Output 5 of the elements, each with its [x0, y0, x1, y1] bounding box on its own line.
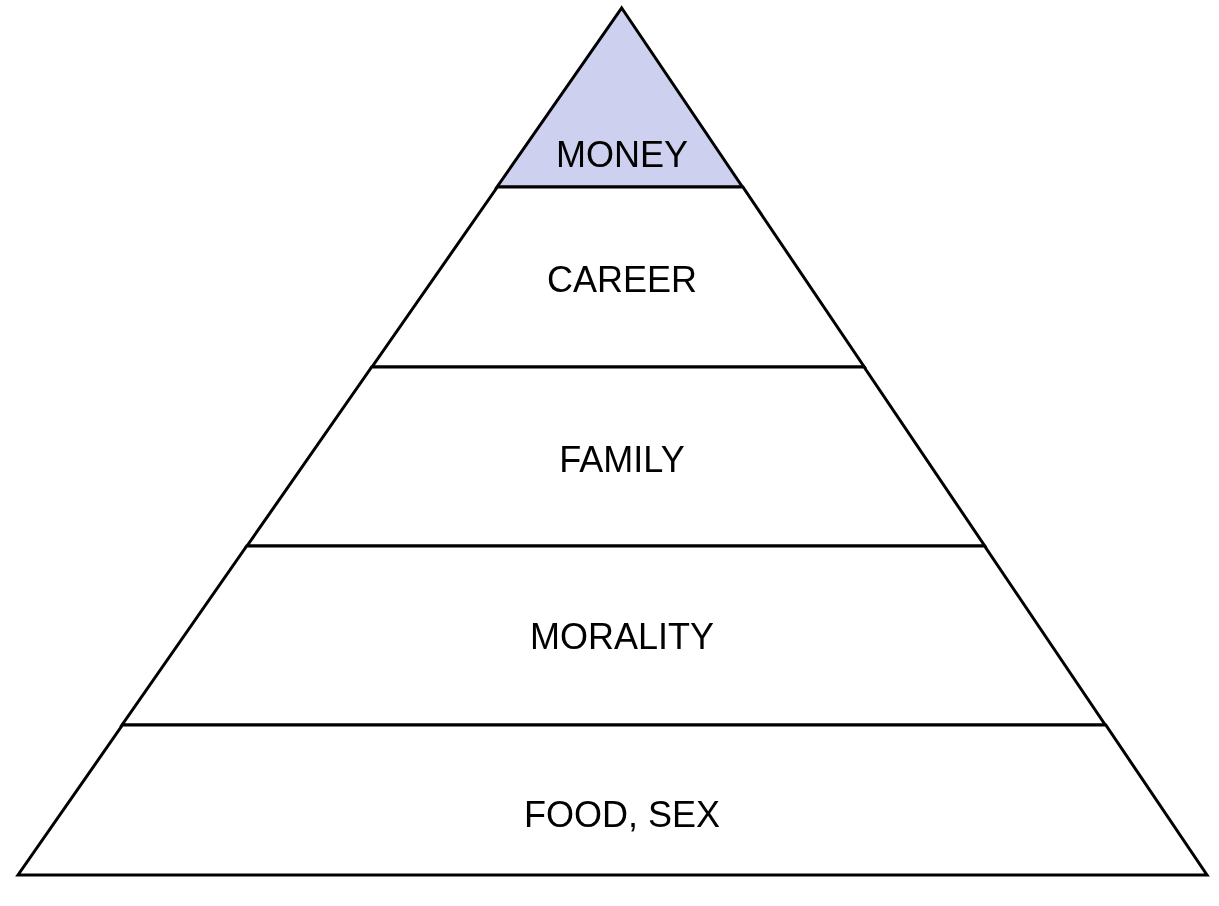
- tier-label: FOOD, SEX: [524, 795, 720, 835]
- tier-label: FAMILY: [559, 440, 685, 480]
- tier-label: MORALITY: [529, 617, 714, 657]
- tier-label: CAREER: [546, 260, 697, 300]
- tier-label: MONEY: [556, 135, 688, 175]
